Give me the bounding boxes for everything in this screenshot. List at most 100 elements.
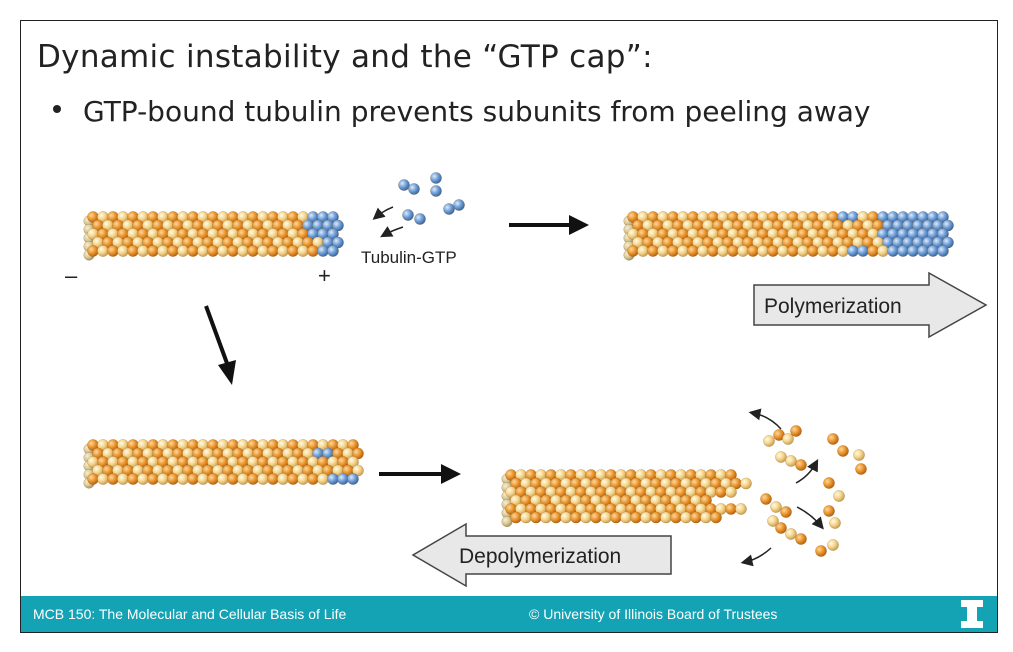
gdp-tubulin-subunit	[647, 245, 659, 257]
gdp-tubulin-subunit	[287, 245, 299, 257]
gdp-tubulin-subunit	[700, 511, 712, 524]
arrowhead-right-icon	[569, 215, 589, 235]
gdp-tubulin-subunit	[667, 245, 679, 257]
gdp-tubulin-subunit	[530, 511, 542, 524]
gdp-tubulin-subunit	[217, 245, 229, 257]
gdp-tubulin-subunit	[307, 473, 319, 485]
microtubule-lost-cap	[83, 439, 364, 489]
gdp-tubulin-subunit	[763, 435, 775, 447]
gdp-tubulin-subunit	[690, 511, 702, 524]
gdp-tubulin-subunit	[520, 511, 532, 524]
gdp-tubulin-subunit	[767, 245, 779, 257]
small-arrow-icon	[380, 226, 404, 238]
gdp-tubulin-subunit	[550, 511, 562, 524]
gdp-tubulin-subunit	[287, 473, 299, 485]
gdp-tubulin-subunit	[247, 245, 259, 257]
gtp-tubulin-subunit	[942, 219, 954, 232]
gdp-tubulin-subunit	[297, 245, 309, 257]
arrowhead-right-icon	[441, 464, 461, 484]
plus-end-label: +	[318, 263, 331, 288]
gdp-tubulin-subunit	[237, 245, 249, 257]
gtp-tubulin-subunit	[453, 199, 465, 211]
small-arrow-icon	[372, 206, 394, 220]
gdp-tubulin-subunit	[670, 511, 682, 524]
gdp-tubulin-subunit	[620, 511, 632, 524]
gtp-tubulin-subunit	[443, 203, 455, 215]
microtubule-polymerizing	[623, 211, 954, 261]
gdp-tubulin-subunit	[570, 511, 582, 524]
gdp-tubulin-subunit	[277, 245, 289, 257]
gdp-tubulin-subunit	[700, 494, 712, 507]
gdp-tubulin-subunit	[580, 511, 592, 524]
bullet-text: GTP-bound tubulin prevents subunits from…	[83, 95, 871, 128]
microtubule-diagram: Tubulin-GTP – + Polymerization Depolymer…	[65, 172, 988, 588]
gdp-tubulin-subunit	[157, 473, 169, 485]
tubulin-gtp-label: Tubulin-GTP	[361, 248, 457, 267]
gdp-tubulin-subunit	[127, 245, 139, 257]
gdp-tubulin-subunit	[677, 245, 689, 257]
gdp-tubulin-subunit	[177, 245, 189, 257]
gdp-tubulin-subunit	[687, 245, 699, 257]
gdp-tubulin-subunit	[247, 473, 259, 485]
gtp-tubulin-subunit	[327, 245, 339, 257]
gdp-tubulin-subunit	[827, 245, 839, 257]
gdp-tubulin-subunit	[97, 245, 109, 257]
gdp-tubulin-subunit	[227, 245, 239, 257]
gdp-tubulin-subunit	[823, 477, 835, 489]
gdp-tubulin-subunit	[167, 473, 179, 485]
gdp-tubulin-subunit	[237, 473, 249, 485]
gdp-tubulin-subunit	[795, 533, 807, 545]
gdp-tubulin-subunit	[97, 473, 109, 485]
gdp-tubulin-subunit	[817, 245, 829, 257]
gdp-tubulin-subunit	[707, 245, 719, 257]
polymerization-label: Polymerization	[764, 295, 902, 318]
gtp-tubulin-subunit	[907, 245, 919, 257]
gdp-tubulin-subunit	[660, 511, 672, 524]
gdp-tubulin-subunit	[837, 245, 849, 257]
gdp-tubulin-subunit	[747, 245, 759, 257]
gdp-tubulin-subunit	[867, 245, 879, 257]
gdp-tubulin-subunit	[257, 245, 269, 257]
gdp-tubulin-subunit	[853, 449, 865, 461]
gdp-tubulin-subunit	[187, 245, 199, 257]
slide-title: Dynamic instability and the “GTP cap”:	[37, 39, 653, 75]
gtp-tubulin-subunit	[942, 236, 954, 249]
gdp-tubulin-subunit	[740, 477, 752, 490]
gdp-tubulin-subunit	[795, 459, 807, 471]
gdp-tubulin-subunit	[785, 528, 797, 540]
gdp-tubulin-subunit	[782, 433, 794, 445]
curved-arrow-icon	[796, 506, 824, 530]
gdp-tubulin-subunit	[777, 245, 789, 257]
gdp-tubulin-subunit	[117, 473, 129, 485]
gdp-tubulin-subunit	[780, 506, 792, 518]
gdp-tubulin-subunit	[267, 473, 279, 485]
microtubule-depolymerizing	[501, 469, 752, 528]
gdp-tubulin-subunit	[855, 463, 867, 475]
gdp-tubulin-subunit	[147, 245, 159, 257]
gdp-tubulin-subunit	[600, 511, 612, 524]
gdp-tubulin-subunit	[610, 511, 622, 524]
gdp-tubulin-subunit	[725, 469, 737, 481]
gdp-tubulin-subunit	[127, 473, 139, 485]
copyright-text: © University of Illinois Board of Truste…	[529, 606, 778, 622]
gdp-tubulin-subunit	[837, 445, 849, 457]
gdp-tubulin-subunit	[833, 490, 845, 502]
gtp-tubulin-subunit	[927, 245, 939, 257]
gdp-tubulin-subunit	[807, 245, 819, 257]
gtp-tubulin-subunit	[327, 211, 339, 223]
polymerization-arrow	[753, 271, 988, 339]
gdp-tubulin-subunit	[657, 245, 669, 257]
gtp-tubulin-subunit	[332, 236, 344, 249]
gdp-tubulin-subunit	[107, 473, 119, 485]
gdp-tubulin-subunit	[717, 245, 729, 257]
slide: Dynamic instability and the “GTP cap”: G…	[20, 20, 998, 633]
minus-end-label: –	[65, 263, 78, 288]
footer-bar: MCB 150: The Molecular and Cellular Basi…	[21, 596, 997, 632]
gtp-tubulin-subunit	[317, 245, 329, 257]
gdp-tubulin-subunit	[317, 473, 329, 485]
gdp-tubulin-subunit	[725, 503, 737, 515]
gdp-tubulin-subunit	[823, 505, 835, 517]
gdp-tubulin-subunit	[157, 245, 169, 257]
gdp-tubulin-subunit	[187, 473, 199, 485]
gtp-tubulin-subunit	[347, 473, 359, 485]
